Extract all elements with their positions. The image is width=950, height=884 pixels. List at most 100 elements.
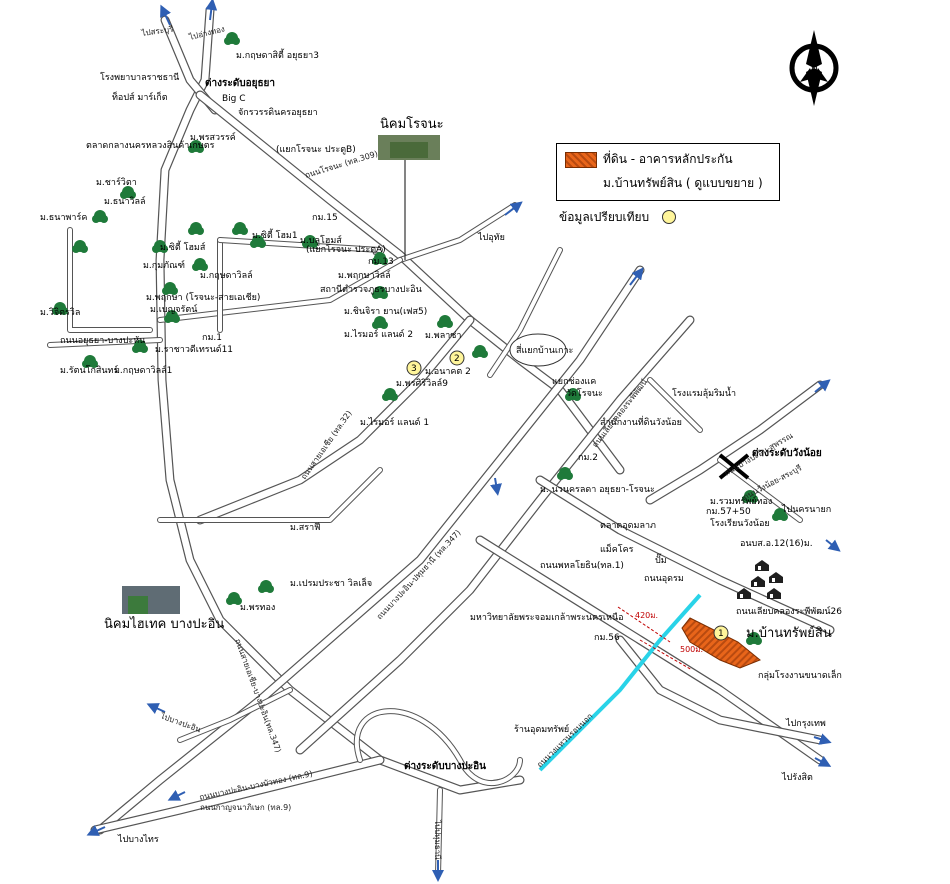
label-bluebell: ม.บลูโฮมส์ [300,234,342,246]
subject-property [681,617,761,669]
legend-box: ที่ดิน - อาคารหลักประกัน ม.บ้านทรัพย์สิน… [556,143,780,201]
label-market2: ตลาดอุดมลาภ [600,521,656,531]
label-phahon: ถนนพหลโยธิน(ทล.1) [540,560,624,571]
distance-420: 420ม. [635,611,658,620]
property-swatch-icon [565,152,597,168]
label-jindaporn: ม.ชินจิรา ยาน(เฟส5) [344,306,427,317]
label-km1: กม.1 [202,333,222,343]
label-km13: กม.13 [368,257,394,267]
distance-markers: 420ม. 500ม. [617,606,703,671]
label-ratanakosin: ม.รัตนโกสินทร์ [60,364,118,376]
label-city-home2: ม.ซิตี้ โฮมส์ [160,240,206,253]
label-big-plaza: แม็คโคร [600,542,634,555]
north-compass-icon: N [789,30,839,106]
label-wichit: ม.วิจิตรวิล [40,307,80,318]
label-pttstation: โรงแรมลุ้มริมน้ำ [672,386,736,399]
label-nakhon: ม.อนาคต 2 [425,367,471,377]
label-market-cat: ตลาดกลางนครหลวงสินค้าเกษตร [86,140,215,151]
label-to-uthai: ไปอุทัย [477,232,505,243]
label-shop-soi: อนบส.อ.12(16)ม. [740,539,813,549]
label-ayutthaya-office: สถานีตำรวจภูธรบางปะอิน [320,284,422,295]
label-kritsada3: ม.กฤษดาสิตี้ อยุธยา3 [236,48,319,61]
label-to-bangkok: ไปกรุงเทพ [785,718,826,729]
label-saraphi: ม.สราฟี [290,522,321,533]
label-wangnoi-office: สำนักงานที่ดินวังน้อย [600,415,682,428]
direction-arrows [86,0,841,882]
label-km5: กม.57+50 [706,507,751,517]
label-to-bangpain: ไปบางปะอิน [158,711,202,734]
compass-label: N [811,65,818,75]
legend-main-property: ที่ดิน - อาคารหลักประกัน [603,152,733,166]
label-to-bangsai: ไปบางไทร [117,834,159,845]
label-kritsada-ville: ม.กฤษดาวิลล์ [200,269,253,281]
label-gate-a: (แยกโรจนะ ประตูA) [306,244,386,255]
label-pornsawan: ม.พรสวรรค์ [190,131,236,143]
label-kanchanaphisek: ถนนกาญจนาภิเษก (ทล.9) [200,803,291,812]
marker-3: 3 [406,360,422,376]
label-plaza: ม.พลาซ่า [425,331,461,341]
label-gate-b: (แยกโรจนะ ประตูB) [276,144,356,155]
label-intersection-bangpain: ต่างระดับบางปะอิน [404,760,486,772]
legend-comparable: ข้อมูลเปรียบเทียบ [559,210,650,224]
label-secondary: ถนนอยุธยา-บางปะหัน [60,336,145,346]
label-hospital: โรงพยาบาลราชธานี [100,72,179,83]
distance-500: 500ม. [680,645,703,654]
rojana-estate-photo [378,135,440,160]
wangnoi-interchange-icon [718,453,750,480]
label-km15: กม.15 [312,213,338,223]
label-banrattanakhan: ม.เปรมประชา วิลเล็จ [290,576,372,589]
label-intersection-ayutthaya: ต่างระดับอยุธยา [205,77,275,89]
label-wat-rojana: วัดโรจนะ [566,388,603,399]
label-lake: สี่แยกบ้านเกาะ [516,343,574,356]
label-km56: กม.56 [594,633,620,643]
label-river-lane: ถนนอุดรม [644,574,684,584]
canal [538,593,702,772]
label-city-home: ม.ซิตี้ โฮม1 [252,228,298,241]
label-kot-junction: แยกช่องแค [552,377,596,387]
label-kritsada1: ม.กฤษดาวิลล์1 [114,364,172,376]
label-benjarat: ม.เบญจรัตน์ [150,303,197,315]
label-rojana-estate: นิคมโรจนะ [380,116,444,132]
label-smile1: ม.ไรมอร์ แลนด์ 1 [360,416,429,428]
label-canal-road: ถนนเลียบคลองระพีพัฒน์ [590,376,650,449]
label-porntong: ม.พรทอง [240,603,275,613]
label-to-pathum: ไปปทุมธานี [433,819,442,860]
label-pruksa-r: ม.พฤกษา (โรจนะ-สายเอเชีย) [146,292,260,303]
label-pump: ปั๊ม [655,553,667,566]
label-kumpahn: ม.กุมภัณฑ์ [143,259,185,271]
hitech-estate-photo [122,586,180,614]
label-outer-ring: ถนนวงแหวนรอบนอก [535,712,594,770]
house-icons [737,560,783,599]
label-pornsiri: ม.พรศิริวิลล์9 [396,377,448,389]
svg-text:3: 3 [411,364,417,374]
label-pruksa-la: ม.พฤกษาวิลล์ [338,269,391,281]
label-rachawadee: ม.ราชาวดีเทรนด์11 [155,343,233,355]
label-banthurian: ม.บ้านทรัพย์สิน [746,625,832,641]
map-labels: ม.กฤษดาสิตี้ อยุธยา3 โรงพยาบาลราชธานี ต่… [40,48,842,845]
label-to-rangsit: ไปรังสิต [781,772,813,783]
label-rajabhat: มหาวิทยาลัยพระจอมเกล้าพระนครเหนือ [470,612,624,623]
label-sanguanthong: ม.รวมทรัพย์ทอง [710,495,772,507]
label-intersection-wangnoi: ต่างระดับวังน้อย [752,447,822,459]
label-tana-park: ม.ธนาพาร์ค [40,211,87,223]
lake-circle [509,333,567,367]
label-smile2: ม.ไรมอร์ แลนด์ 2 [344,328,413,340]
label-hitech-estate: นิคมไฮเทค บางปะอิน [104,616,224,632]
label-pravat: จักรวรรดินครอยุธยา [238,107,318,118]
comparable-dot-icon [662,210,676,224]
legend-main-property-detail: ม.บ้านทรัพย์สิน ( ดูแบบขยาย ) [603,176,763,190]
marker-2: 2 [449,350,465,366]
label-to-nakhonnayok: ไปนครนายก [781,504,831,515]
label-factory: กลุ่มโรงงานขนาดเล็ก [758,668,842,681]
label-km2: กม.2 [578,453,598,463]
label-near-main: ถนนเลียบคลองระพีพัฒน์26 [736,605,842,617]
label-chanwita: ม.ชาร์วิตา [96,176,137,188]
label-school: โรงเรียนวังน้อย [710,518,770,529]
label-tesco: ท็อปส์ มาร์เก็ต [112,90,168,103]
svg-text:2: 2 [454,354,460,364]
marker-1: 1 [713,625,729,641]
label-bigc: Big C [222,94,246,104]
label-temple: ร้านอุดมทรัพย์ [514,723,569,735]
svg-text:1: 1 [718,629,724,639]
